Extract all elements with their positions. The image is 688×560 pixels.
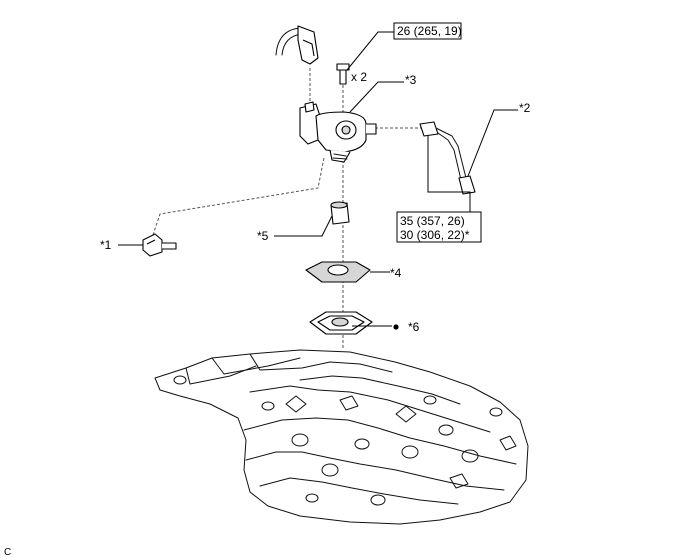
engine-block-illustration [154,349,529,525]
part-5-lifter [330,201,350,225]
wire-harness-connector [275,25,319,65]
pipe-torque-box: 35 (357, 26) 30 (306, 22)* [396,211,482,243]
pipe-torque-text-1: 35 (357, 26) [400,214,465,228]
figure-code: C [4,547,11,558]
callout-2-label: *2 [519,101,531,115]
pipe-torque-text-2: 30 (306, 22)* [400,228,470,242]
callout-5-label: *5 [257,229,269,243]
bolt-torque-text: 26 (265, 19) [397,24,462,38]
part-3-fuel-pump [299,101,377,163]
bolt-torque-box: 26 (265, 19) [393,22,462,40]
part-1-connector [142,233,177,257]
alignment-lines [151,68,422,350]
leader-lines [118,31,518,327]
non-reusable-part-bullet [393,324,399,330]
callout-6-label: *6 [408,320,420,334]
callout-1-label: *1 [100,238,112,252]
part-6-gasket [309,311,373,335]
part-4-insulator [305,261,371,283]
bolt-quantity-label: x 2 [351,70,367,84]
bolt [336,63,350,85]
part-2-fuel-pipe [419,121,476,195]
callout-4-label: *4 [390,266,402,280]
callout-3-label: *3 [405,73,417,87]
